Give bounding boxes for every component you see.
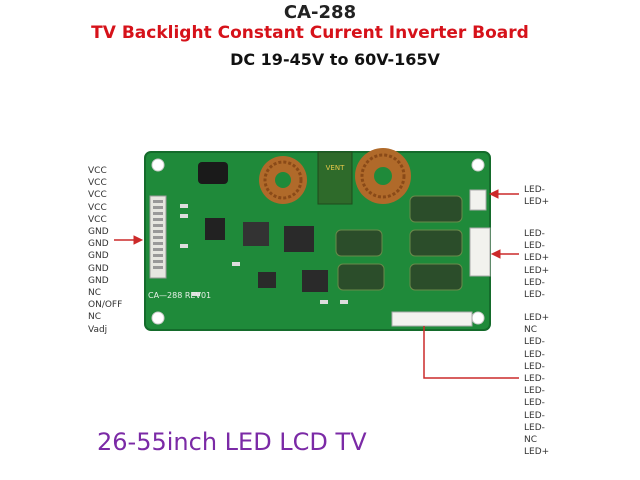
product-subtitle: TV Backlight Constant Current Inverter B…	[91, 23, 529, 43]
green-transformer	[317, 151, 353, 205]
pin-label: LED-	[524, 349, 545, 360]
pin-label: LED-	[524, 374, 545, 385]
pin-label: NC	[524, 435, 538, 446]
pin-label: GND	[88, 251, 109, 262]
transformer-label: VENT	[326, 164, 345, 172]
mounting-hole	[471, 311, 485, 325]
right-bottom-pin-labels: LED+ NC LED- LED- LED- LED- LED- LED- LE…	[524, 312, 549, 458]
pin-label: ON/OFF	[88, 300, 123, 311]
pin-label: VCC	[88, 214, 107, 225]
pin-label: VCC	[88, 202, 107, 213]
toroid-inductor-2	[355, 148, 411, 204]
black-capacitor	[198, 162, 228, 184]
output-connector-mid	[469, 227, 491, 277]
output-connector-bottom	[391, 311, 473, 327]
output-connector-top	[469, 189, 487, 211]
pin-label: GND	[88, 227, 109, 238]
right-top-pin-labels: LED- LED+	[524, 184, 549, 208]
pin-label: LED-	[524, 410, 545, 421]
model-title: CA-288	[283, 2, 357, 23]
mounting-hole	[471, 158, 485, 172]
ic-chip	[205, 218, 225, 240]
voltage-spec: DC 19-45V to 60V-165V	[230, 50, 440, 69]
arrows	[114, 189, 519, 379]
size-caption: 26-55inch LED LCD TV	[97, 428, 367, 456]
right-mid-pin-labels: LED- LED- LED+ LED+ LED- LED-	[524, 228, 549, 301]
pin-label: LED-	[524, 290, 545, 301]
bridge-rectifier	[284, 226, 314, 252]
pin-label: LED-	[524, 386, 545, 397]
pin-label: LED-	[524, 185, 545, 195]
pin-label: LED+	[524, 197, 550, 208]
pin-label: LED+	[524, 447, 550, 458]
pin-label: LED-	[524, 277, 545, 288]
electrolytic-capacitors	[335, 195, 463, 291]
silkscreen-label: CA—288 REV01	[148, 291, 211, 300]
pin-label: VCC	[88, 178, 107, 189]
pin-label: LED+	[524, 253, 550, 264]
pin-label: NC	[88, 288, 102, 299]
pin-label: GND	[88, 263, 109, 274]
pin-label: VCC	[88, 190, 107, 201]
pin-label: LED-	[524, 422, 545, 433]
pin-label: LED-	[524, 398, 545, 409]
ic-chip	[302, 270, 328, 292]
pin-label: LED-	[524, 241, 545, 252]
pin-label: LED-	[524, 337, 545, 348]
pin-label: GND	[88, 275, 109, 286]
pin-label: GND	[88, 239, 109, 250]
pin-label: LED-	[524, 361, 545, 372]
pin-label: LED+	[524, 313, 550, 323]
ic-chip	[258, 272, 276, 288]
pin-label: LED-	[524, 229, 545, 239]
left-pin-labels: VCC VCC VCC VCC VCC GND GND GND GND GND …	[88, 165, 122, 336]
pin-label: LED+	[524, 265, 550, 276]
mosfet	[243, 222, 269, 246]
pin-label: NC	[524, 325, 538, 336]
mounting-hole	[151, 311, 165, 325]
pin-label: VCC	[88, 166, 107, 176]
pin-label: Vadj	[88, 324, 108, 335]
mounting-hole	[151, 158, 165, 172]
pin-label: NC	[88, 312, 102, 323]
toroid-inductor-1	[259, 156, 307, 204]
